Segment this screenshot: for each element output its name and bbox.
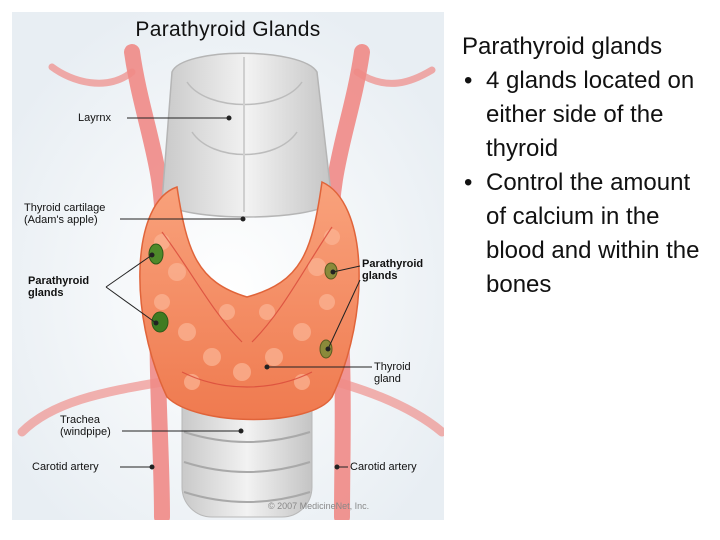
label-larynx: Layrnx (78, 112, 112, 124)
parathyroid-glands (148, 243, 338, 359)
bullet-item: • Control the amount of calcium in the bl… (462, 166, 714, 302)
label-trachea: Trachea (60, 414, 100, 426)
label-parathyroid-left: Parathyroid (28, 275, 90, 287)
parathyroid-gland-upper-left (148, 243, 164, 265)
label-windpipe: (windpipe) (60, 426, 111, 438)
larynx (161, 52, 333, 218)
bullet-item: • 4 glands located on either side of the … (462, 64, 714, 166)
label-parathyroid-right-glands: glands (362, 270, 398, 282)
label-thyroid-gland: Thyroid (374, 361, 411, 373)
copyright-notice: © 2007 MedicineNet, Inc. (268, 501, 370, 511)
label-carotid-artery-left: Carotid artery (32, 461, 99, 473)
bullet-icon: • (464, 169, 473, 196)
bullet-list: • 4 glands located on either side of the … (462, 64, 714, 302)
leader-lines (105, 115, 372, 470)
slide-text: Parathyroid glands • 4 glands located on … (462, 30, 714, 302)
parathyroid-diagram: Parathyroid Glands Layrnx Thyroid cartil… (12, 12, 444, 520)
thyroid-gland (139, 180, 360, 421)
bullet-icon: • (464, 67, 473, 94)
bullet-text: Control the amount of calcium in the blo… (486, 169, 700, 298)
label-carotid-artery-right: Carotid artery (350, 461, 417, 473)
label-thyroid-gland-2: gland (374, 373, 401, 385)
anatomy-illustration (12, 12, 444, 520)
label-parathyroid-right: Parathyroid (362, 258, 424, 270)
label-adams-apple: (Adam's apple) (24, 214, 98, 226)
diagram-title: Parathyroid Glands (135, 18, 321, 41)
bullet-text: 4 glands located on either side of the t… (486, 67, 695, 162)
label-parathyroid-left-glands: glands (28, 287, 64, 299)
slide-heading: Parathyroid glands (462, 33, 663, 60)
parathyroid-gland-lower-left (151, 311, 169, 333)
label-thyroid-cartilage: Thyroid cartilage (24, 202, 106, 214)
